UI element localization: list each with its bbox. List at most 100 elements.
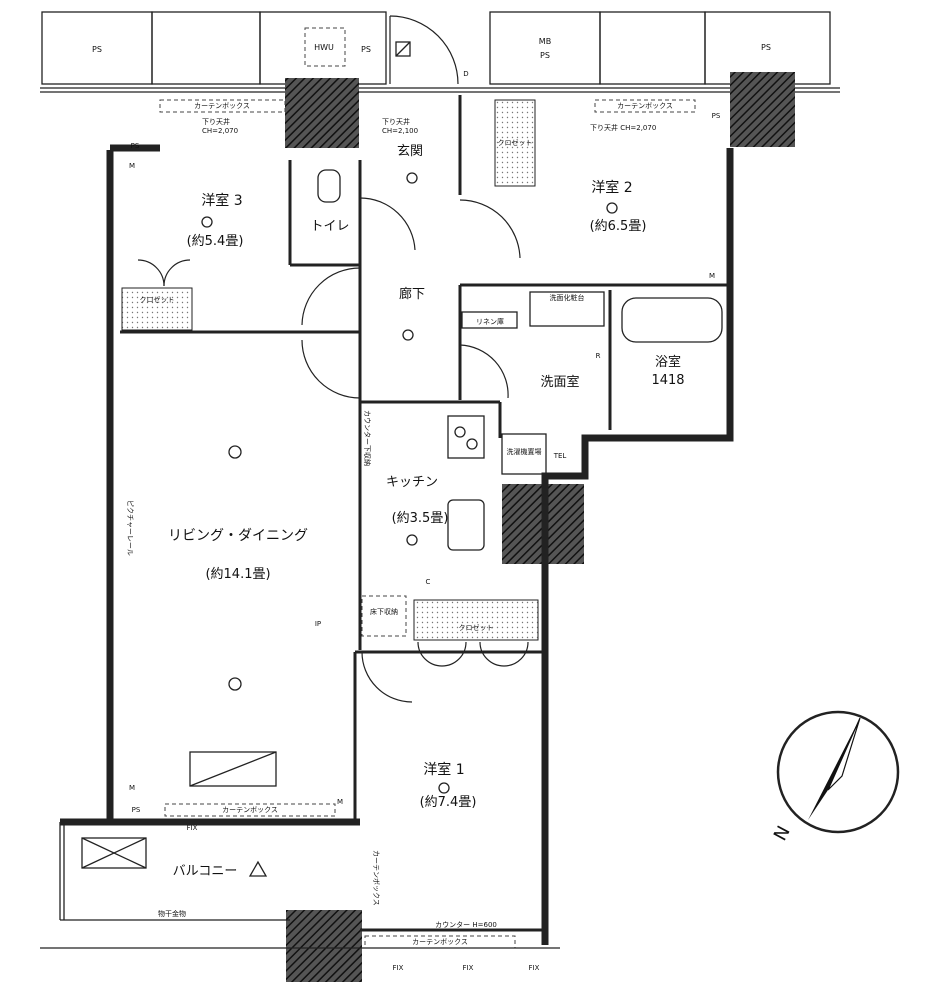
- compass-north-label: N: [770, 823, 795, 845]
- cooktop: [447, 415, 485, 459]
- ps-label-1: PS: [92, 45, 102, 54]
- m-label-3: M: [129, 784, 135, 792]
- ceiling-light-1: [438, 782, 450, 794]
- tel-label: TEL: [553, 452, 567, 460]
- storage-under: [361, 595, 407, 637]
- burner-1: [454, 426, 466, 438]
- basin: [529, 291, 605, 327]
- laundry-label: 洗濯機置場: [507, 447, 542, 456]
- front-door: [389, 15, 459, 85]
- pillar-top-right: [730, 72, 795, 147]
- curtain-box-vertical-label: カーテンボックス: [372, 850, 380, 906]
- closet-bedroom3-label: クロゼット: [140, 295, 175, 304]
- living-light-1: [228, 445, 242, 459]
- basin-label: 洗面化粧台: [550, 293, 585, 302]
- hallway-name: 廊下: [399, 286, 425, 302]
- ps-label-6: PS: [712, 112, 721, 120]
- pillar-top-left: [285, 78, 359, 148]
- kitchen-light: [406, 534, 418, 546]
- toilet-name: トイレ: [310, 219, 349, 234]
- counter-top-label: カウンター下収納: [363, 410, 372, 466]
- ceiling-note-2: 下り天井 CH=2,070: [590, 123, 656, 132]
- curtain-box-3: [159, 99, 286, 113]
- linen-label: リネン庫: [476, 317, 504, 326]
- living-area: (約14.1畳): [205, 567, 270, 582]
- ps-label-2: PS: [361, 45, 371, 54]
- ip-label: IP: [315, 620, 321, 628]
- curtain-box-3-label: カーテンボックス: [194, 102, 250, 110]
- laundry-space: [501, 433, 547, 475]
- burner-2: [466, 438, 478, 450]
- door-d-label: D: [463, 70, 468, 78]
- linen-storage: [461, 311, 518, 329]
- bath-name: 浴室: [655, 354, 681, 370]
- floor-storage-diag: [189, 751, 277, 787]
- r-label: R: [596, 352, 601, 360]
- curtain-box-living-label: カーテンボックス: [222, 806, 278, 814]
- storage-under-label: 床下収納: [370, 607, 398, 616]
- toilet-bowl: [317, 169, 341, 203]
- closet-bedroom2: [494, 99, 536, 187]
- hall-light-2: [402, 329, 414, 341]
- bedroom3-name: 洋室 3: [201, 192, 242, 209]
- ps-label-7: PS: [132, 806, 141, 814]
- outdoor-unit-x2: [81, 837, 147, 869]
- curtain-box-2-label: カーテンボックス: [617, 102, 673, 110]
- closet-bedroom1-label: クロゼット: [459, 623, 494, 632]
- ceiling-light-2: [606, 202, 618, 214]
- sink: [447, 499, 485, 551]
- floor-storage: [189, 751, 277, 787]
- mb-label: MB: [539, 37, 551, 46]
- m-label-1: M: [129, 162, 135, 170]
- m-label-2: M: [709, 272, 715, 280]
- hwu-label: HWU: [314, 43, 334, 52]
- outer-walls: [59, 144, 734, 945]
- closet-bedroom2-label: クロゼット: [498, 138, 533, 147]
- counter-label: カウンター H=600: [435, 920, 497, 929]
- washroom-name: 洗面室: [540, 374, 579, 390]
- m-label-4: M: [337, 798, 343, 806]
- kitchen-name: キッチン: [386, 475, 438, 490]
- bath-size: 1418: [651, 373, 684, 388]
- c-label: C: [426, 578, 431, 586]
- top-service-strip: [40, 11, 840, 93]
- fix-label-3: FIX: [463, 964, 474, 972]
- curtain-box-bottom: [364, 935, 516, 949]
- drain-triangle: [248, 860, 268, 877]
- closet-bedroom3: [121, 287, 193, 331]
- bedroom1-name: 洋室 1: [423, 761, 464, 778]
- pillar-bottom: [286, 910, 362, 982]
- entrance-name: 玄関: [397, 144, 423, 159]
- text-line: CH=2,070: [202, 127, 238, 135]
- text-line: CH=2,100: [382, 127, 418, 135]
- bedroom2-name: 洋室 2: [591, 179, 632, 196]
- bedroom2-area: (約6.5畳): [590, 219, 647, 234]
- fix-label-4: FIX: [529, 964, 540, 972]
- ps-label-3: PS: [540, 51, 550, 60]
- bedroom1-area: (約7.4畳): [420, 795, 477, 810]
- interior-walls: [120, 95, 728, 932]
- bedroom3-area: (約5.4畳): [187, 234, 244, 249]
- ceiling-light-3: [201, 216, 213, 228]
- interior-doors: [137, 197, 529, 703]
- living-name: リビング・ダイニング: [168, 528, 308, 544]
- curtain-box-living: [164, 803, 336, 817]
- fix-label-1: FIX: [187, 824, 198, 832]
- clothes-rack-label: 物干金物: [158, 909, 186, 918]
- compass: [776, 710, 900, 834]
- balcony-name: バルコニー: [173, 864, 238, 879]
- ps-label-4: PS: [761, 43, 771, 52]
- outdoor-unit-box: [81, 837, 147, 869]
- curtain-box-bottom-label: カーテンボックス: [412, 938, 468, 946]
- kitchen-area: (約3.5畳): [392, 511, 449, 526]
- fix-label-2: FIX: [393, 964, 404, 972]
- bathtub: [621, 297, 723, 343]
- picture-rail-label: ピクチャーレール: [126, 500, 134, 556]
- ps-label-5: PS: [131, 142, 140, 150]
- hall-light-1: [406, 172, 418, 184]
- living-light-2: [228, 677, 242, 691]
- closet-bedroom1: [413, 599, 539, 641]
- curtain-box-2: [594, 99, 696, 113]
